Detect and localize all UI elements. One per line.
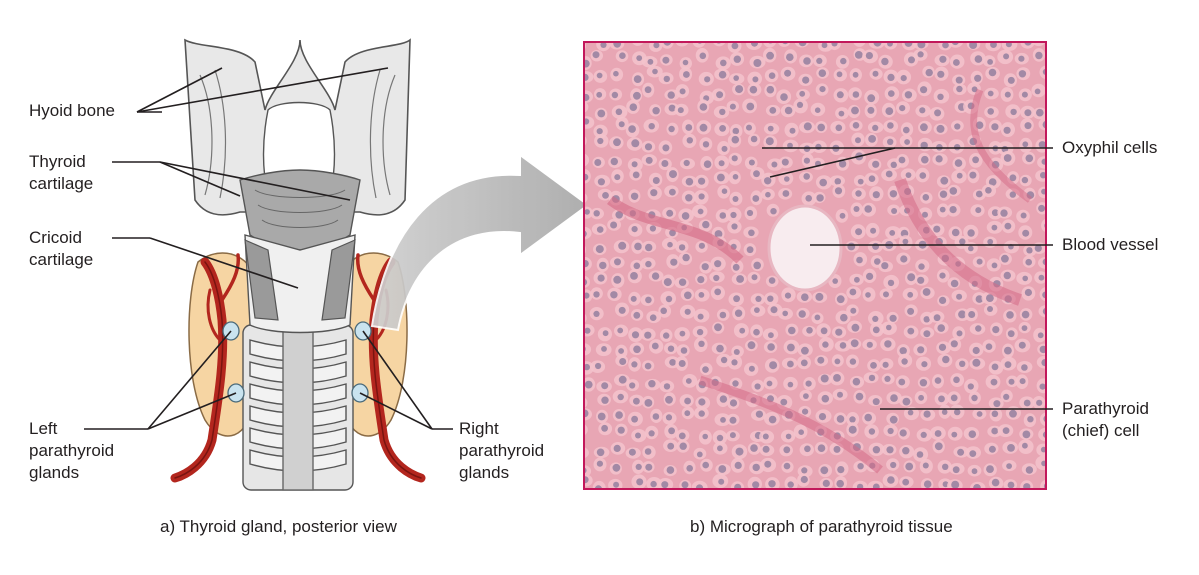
label-right-parathyroid-line2: parathyroid — [459, 441, 545, 460]
trachea — [242, 324, 354, 491]
label-cricoid-cartilage-line1: Cricoid — [29, 228, 82, 247]
label-right-parathyroid-line3: glands — [459, 463, 510, 482]
thyroid-illustration — [170, 38, 426, 491]
arteries — [170, 253, 426, 483]
magnify-arrow — [370, 153, 590, 332]
label-chief-cell-line2: (chief) cell — [1062, 421, 1140, 440]
label-right-parathyroid-line1: Right — [459, 419, 499, 438]
blood-vessel-lumen — [767, 204, 843, 292]
leader-lines-b — [762, 147, 1053, 410]
label-thyroid-cartilage-line2: cartilage — [29, 174, 94, 193]
label-oxyphil-cells: Oxyphil cells — [1062, 138, 1158, 157]
label-blood-vessel: Blood vessel — [1062, 235, 1159, 254]
caption-panel-a: a) Thyroid gland, posterior view — [160, 517, 397, 536]
label-cricoid-cartilage-line2: cartilage — [29, 250, 94, 269]
micrograph — [583, 41, 1047, 490]
label-left-parathyroid-line2: parathyroid — [29, 441, 115, 460]
label-thyroid-cartilage-line1: Thyroid — [29, 152, 86, 171]
leader-lines-a — [84, 67, 453, 430]
label-left-parathyroid-line1: Left — [29, 419, 58, 438]
caption-panel-b: b) Micrograph of parathyroid tissue — [690, 517, 953, 536]
label-left-parathyroid-line3: glands — [29, 463, 80, 482]
label-chief-cell-line1: Parathyroid — [1062, 399, 1149, 418]
label-hyoid-bone: Hyoid bone — [29, 101, 116, 120]
